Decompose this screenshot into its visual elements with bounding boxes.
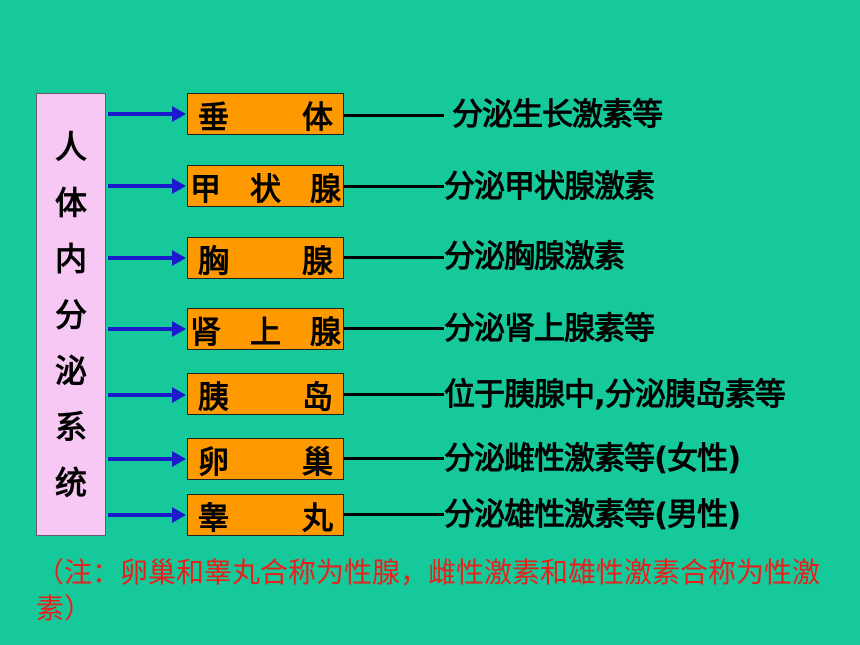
gland-char: 丸 [302, 500, 333, 537]
gland-char: 状 [250, 171, 281, 208]
gland-char: 岛 [302, 379, 333, 416]
root-char: 内 [54, 239, 87, 278]
gland-char: 体 [302, 99, 333, 136]
gland-char: 肾 [190, 314, 221, 351]
root-char: 泌 [54, 351, 87, 390]
gland-char: 腺 [302, 243, 333, 280]
root-char: 统 [54, 463, 87, 502]
gland-char: 胸 [198, 243, 229, 280]
arrow-thyroid [108, 178, 186, 194]
connector-line [344, 256, 444, 259]
desc-ovary: 分泌雌性激素等(女性) [444, 441, 741, 477]
root-char: 体 [54, 183, 87, 222]
gland-box-thyroid: 甲 状 腺 [187, 165, 344, 208]
desc-thymus: 分泌胸腺激素 [444, 239, 625, 275]
connector-line [344, 327, 444, 330]
root-char: 系 [54, 407, 87, 446]
desc-islets: 位于胰腺中,分泌胰岛素等 [444, 377, 786, 413]
arrow-ovary [108, 451, 186, 467]
gland-box-thymus: 胸 腺 [187, 237, 344, 280]
desc-pituitary: 分泌生长激素等 [452, 97, 663, 133]
arrow-adrenal [108, 321, 186, 337]
gland-char: 甲 [190, 171, 221, 208]
connector-line [344, 185, 444, 188]
gland-char: 垂 [198, 99, 229, 136]
gland-box-ovary: 卵 巢 [187, 438, 344, 481]
gland-box-testis: 睾 丸 [187, 494, 344, 537]
arrow-islets [108, 387, 186, 403]
gland-char: 腺 [310, 314, 341, 351]
footnote: （注：卵巢和睾丸合称为性腺，雌性激素和雄性激素合称为性激素） [36, 556, 821, 625]
gland-char: 巢 [302, 444, 333, 481]
gland-char: 卵 [198, 444, 229, 481]
root-char: 分 [54, 295, 87, 334]
connector-line [344, 513, 444, 516]
gland-char: 腺 [310, 171, 341, 208]
gland-char: 睾 [198, 500, 229, 537]
gland-char: 上 [250, 314, 281, 351]
root-char: 人 [54, 127, 87, 166]
arrow-thymus [108, 250, 186, 266]
connector-line [344, 114, 444, 117]
desc-thyroid: 分泌甲状腺激素 [444, 169, 655, 205]
endocrine-system-box: 人 体 内 分 泌 系 统 [36, 93, 106, 536]
desc-adrenal: 分泌肾上腺素等 [444, 311, 655, 347]
gland-char: 胰 [198, 379, 229, 416]
connector-line [344, 457, 444, 460]
desc-testis: 分泌雄性激素等(男性) [444, 497, 741, 533]
gland-box-islets: 胰 岛 [187, 373, 344, 416]
arrow-pituitary [108, 106, 186, 122]
gland-box-pituitary: 垂 体 [187, 93, 344, 136]
arrow-testis [108, 507, 186, 523]
gland-box-adrenal: 肾 上 腺 [187, 308, 344, 351]
connector-line [344, 393, 444, 396]
